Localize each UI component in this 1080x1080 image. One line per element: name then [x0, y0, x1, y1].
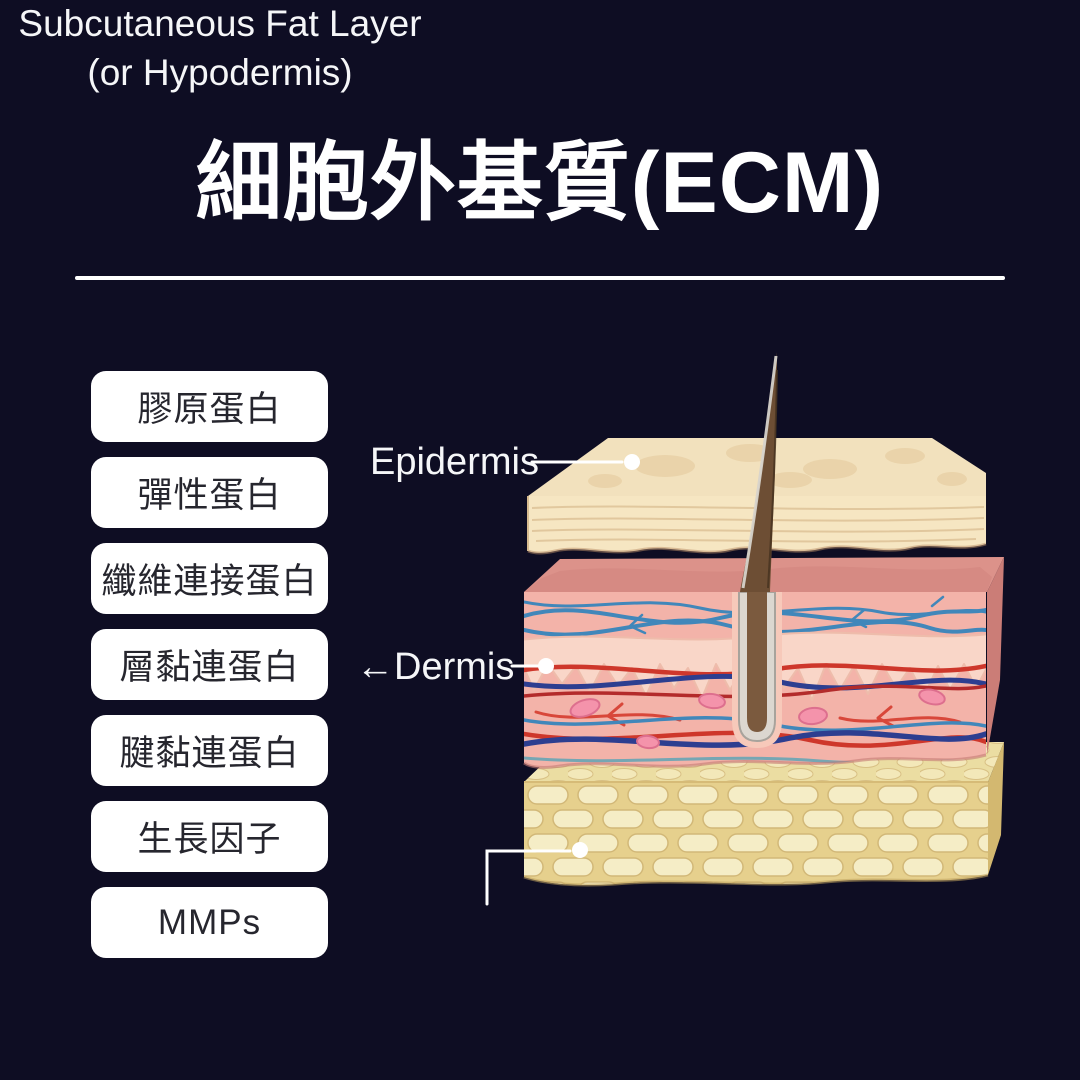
subcutaneous-label-line2: (or Hypodermis): [87, 51, 353, 93]
subcutaneous-label: Subcutaneous Fat Layer (or Hypodermis): [0, 0, 440, 98]
epidermis-label: Epidermis: [370, 441, 539, 483]
dermis-label: ←Dermis: [356, 646, 515, 688]
list-item-laminin: 層黏連蛋白: [91, 629, 328, 700]
subcutaneous-label-line1: Subcutaneous Fat Layer: [18, 3, 422, 44]
list-item-growth-factor: 生長因子: [91, 801, 328, 872]
list-item-elastin: 彈性蛋白: [91, 457, 328, 528]
list-item-mmps: MMPs: [91, 887, 328, 958]
list-item-collagen: 膠原蛋白: [91, 371, 328, 442]
list-item-fibronectin: 纖維連接蛋白: [91, 543, 328, 614]
ecm-component-list: 膠原蛋白 彈性蛋白 纖維連接蛋白 層黏連蛋白 腱黏連蛋白 生長因子 MMPs: [91, 371, 328, 973]
title-divider: [75, 276, 1005, 280]
page-title: 細胞外基質(ECM): [195, 135, 885, 231]
hair-follicle: [732, 592, 782, 748]
hair-shaft: [740, 352, 778, 592]
list-item-tenascin: 腱黏連蛋白: [91, 715, 328, 786]
skin-cross-section-illustration: [523, 352, 1004, 887]
